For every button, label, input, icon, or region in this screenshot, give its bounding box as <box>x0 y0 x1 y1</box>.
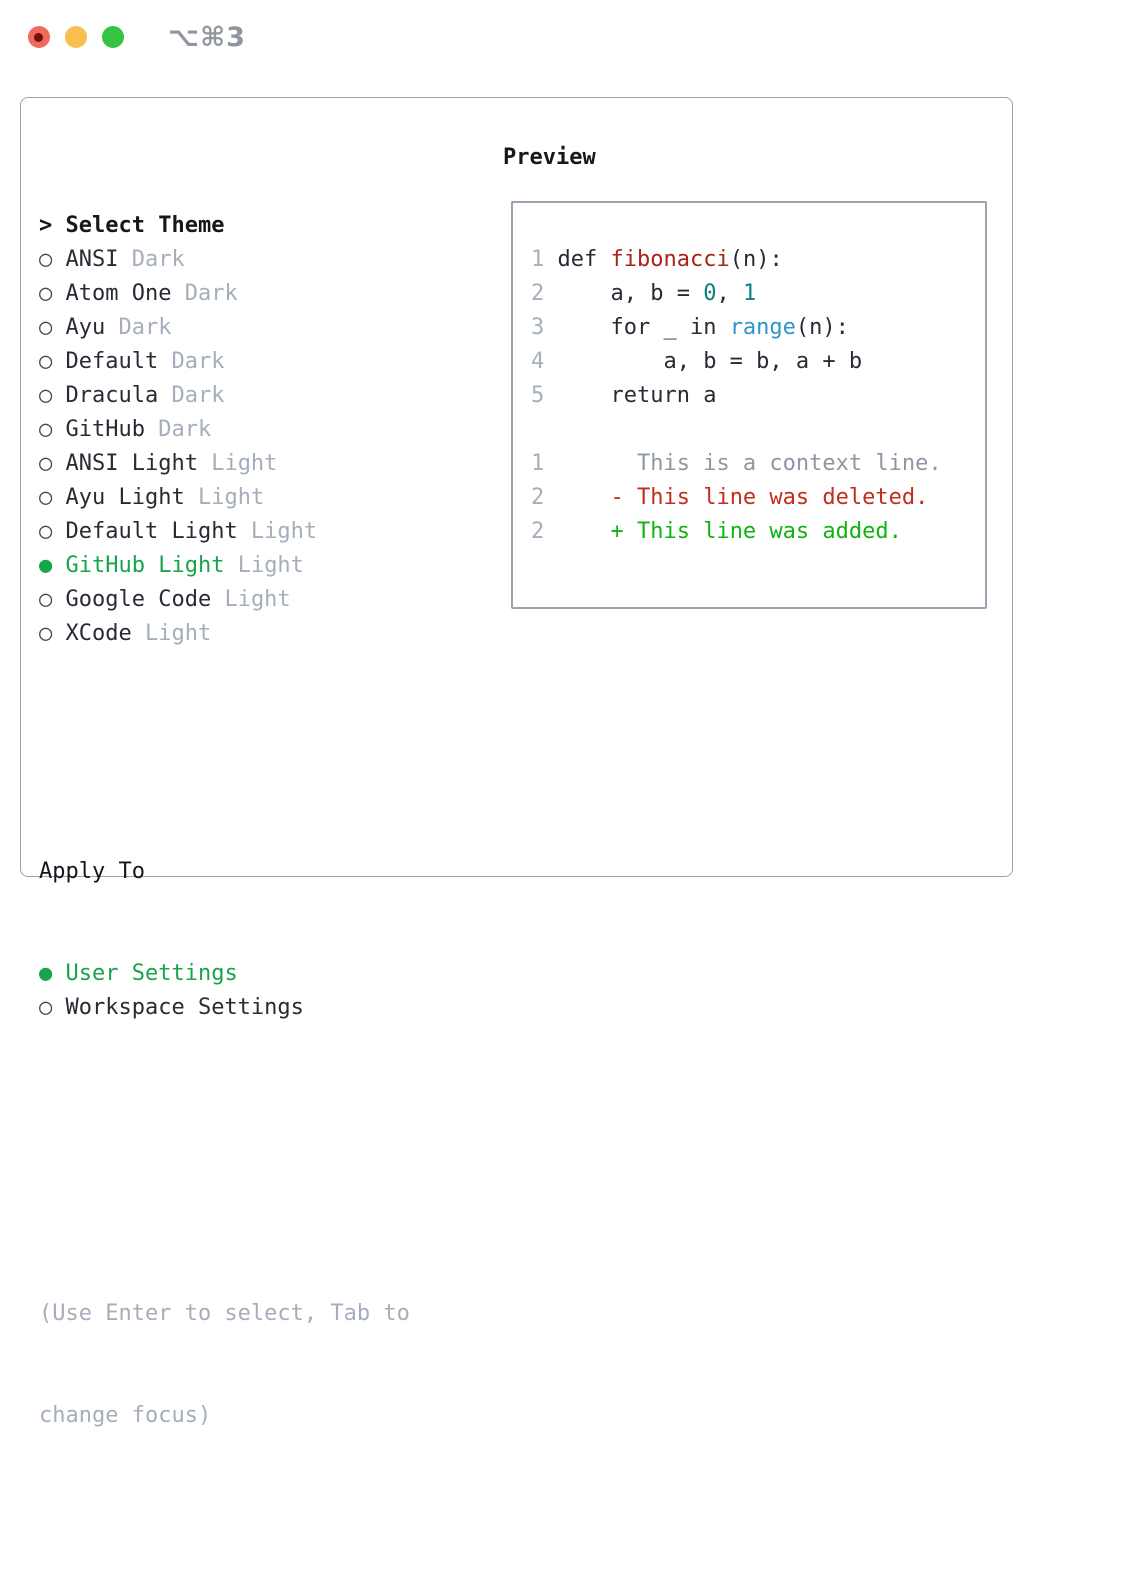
unsaved-dot-icon <box>34 33 43 42</box>
variant-label: Dark <box>105 315 172 340</box>
theme-option-ayu-light[interactable]: ○ Ayu Light Light <box>39 481 410 515</box>
theme-option-default[interactable]: ○ Default Dark <box>39 345 410 379</box>
theme-column: > Select Theme○ ANSI Dark○ Atom One Dark… <box>39 141 410 1569</box>
radio-unselected-icon: ○ <box>39 485 66 510</box>
preview-code: 1 def fibonacci(n): 2 a, b = 0, 1 3 for _ … <box>513 203 985 549</box>
option-label: Ayu Light <box>65 485 185 510</box>
prompt-icon: > <box>39 213 66 238</box>
variant-label: Light <box>211 587 291 612</box>
radio-unselected-icon: ○ <box>39 247 66 272</box>
apply-option-user-settings[interactable]: ● User Settings <box>39 957 410 991</box>
option-label: Default <box>65 349 159 374</box>
option-label: Select Theme <box>65 213 225 238</box>
preview-line-1: 1 def fibonacci(n): <box>531 247 783 272</box>
theme-option-ayu[interactable]: ○ Ayu Dark <box>39 311 410 345</box>
radio-unselected-icon: ○ <box>39 519 66 544</box>
theme-option-ansi[interactable]: ○ ANSI Dark <box>39 243 410 277</box>
select-theme-header: > Select Theme <box>39 209 410 243</box>
radio-unselected-icon: ○ <box>39 383 66 408</box>
window-title: ⌥⌘3 <box>168 22 246 53</box>
theme-option-github-light[interactable]: ● GitHub Light Light <box>39 549 410 583</box>
radio-unselected-icon: ○ <box>39 621 66 646</box>
variant-label: Dark <box>118 247 185 272</box>
variant-label: Light <box>197 451 278 476</box>
variant-label: Light <box>184 485 265 510</box>
option-label: Default Light <box>65 519 238 544</box>
theme-option-github[interactable]: ○ GitHub Dark <box>39 413 410 447</box>
theme-option-default-light[interactable]: ○ Default Light Light <box>39 515 410 549</box>
variant-label: Dark <box>144 417 212 442</box>
option-label: Workspace Settings <box>65 995 304 1020</box>
apply-to-list: ● User Settings○ Workspace Settings <box>39 957 410 1025</box>
option-label: Google Code <box>65 587 212 612</box>
variant-label: Dark <box>158 349 225 374</box>
radio-unselected-icon: ○ <box>39 587 66 612</box>
preview-line-8: 2 - This line was deleted. <box>531 485 929 510</box>
preview-line-9: 2 + This line was added. <box>531 519 902 544</box>
radio-selected-icon: ● <box>39 961 66 986</box>
theme-list: > Select Theme○ ANSI Dark○ Atom One Dark… <box>39 209 410 651</box>
option-label: Atom One <box>65 281 172 306</box>
preview-box: 1 def fibonacci(n): 2 a, b = 0, 1 3 for _ … <box>511 201 987 609</box>
theme-option-google-code[interactable]: ○ Google Code Light <box>39 583 410 617</box>
option-label: ANSI Light <box>65 451 198 476</box>
preview-column: Preview <box>503 141 596 175</box>
apply-option-workspace-settings[interactable]: ○ Workspace Settings <box>39 991 410 1025</box>
theme-option-dracula[interactable]: ○ Dracula Dark <box>39 379 410 413</box>
apply-to-header: Apply To <box>39 859 145 884</box>
theme-option-ansi-light[interactable]: ○ ANSI Light Light <box>39 447 410 481</box>
option-label: GitHub Light <box>65 553 225 578</box>
option-label: Dracula <box>65 383 159 408</box>
preview-line-5: 5 return a <box>531 383 717 408</box>
variant-label: Light <box>224 553 304 578</box>
variant-label: Light <box>131 621 212 646</box>
radio-unselected-icon: ○ <box>39 315 66 340</box>
radio-unselected-icon: ○ <box>39 451 66 476</box>
preview-line-4: 4 a, b = b, a + b <box>531 349 863 374</box>
apply-to-section: Apply To ● User Settings○ Workspace Sett… <box>39 787 410 1093</box>
hint-line-2: change focus) <box>39 1403 212 1428</box>
radio-unselected-icon: ○ <box>39 349 66 374</box>
preview-line-7: 1 This is a context line. <box>531 451 942 476</box>
radio-selected-icon: ● <box>39 553 66 578</box>
zoom-button[interactable] <box>102 26 124 48</box>
option-label: ANSI <box>65 247 119 272</box>
preview-line-2: 2 a, b = 0, 1 <box>531 281 757 306</box>
option-label: XCode <box>65 621 132 646</box>
preview-header: Preview <box>503 145 596 170</box>
minimize-button[interactable] <box>65 26 87 48</box>
option-label: User Settings <box>65 961 238 986</box>
theme-option-xcode[interactable]: ○ XCode Light <box>39 617 410 651</box>
option-label: Ayu <box>65 315 106 340</box>
variant-label: Dark <box>158 383 225 408</box>
preview-line-3: 3 for _ in range(n): <box>531 315 849 340</box>
option-label: GitHub <box>65 417 145 442</box>
hint-line-1: (Use Enter to select, Tab to <box>39 1301 410 1326</box>
radio-unselected-icon: ○ <box>39 417 66 442</box>
radio-unselected-icon: ○ <box>39 995 66 1020</box>
app-window: ⌥⌘3 > Select Theme○ ANSI Dark○ Atom One … <box>0 0 1140 1428</box>
theme-picker-panel: > Select Theme○ ANSI Dark○ Atom One Dark… <box>20 97 1013 1428</box>
theme-option-atom-one[interactable]: ○ Atom One Dark <box>39 277 410 311</box>
variant-label: Dark <box>171 281 238 306</box>
preview-line-6 <box>531 413 985 447</box>
close-button[interactable] <box>28 26 50 48</box>
keyboard-hint: (Use Enter to select, Tab to change focu… <box>39 1229 410 1501</box>
titlebar: ⌥⌘3 <box>0 0 1140 75</box>
radio-unselected-icon: ○ <box>39 281 66 306</box>
variant-label: Light <box>237 519 318 544</box>
